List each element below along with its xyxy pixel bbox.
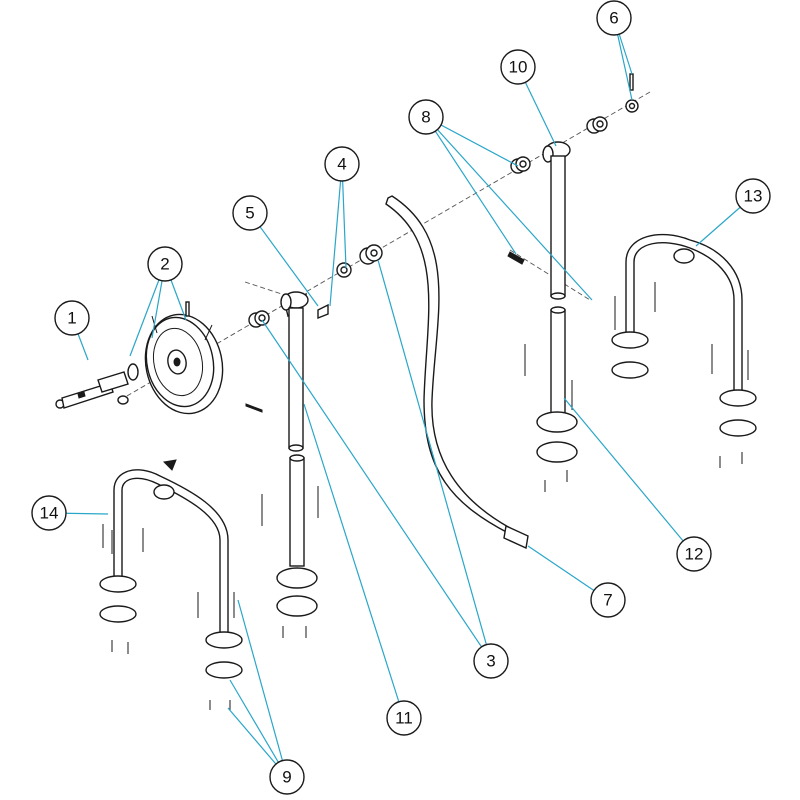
balloon-number: 7 bbox=[603, 591, 612, 610]
balloon-circle bbox=[386, 700, 422, 736]
leader-line-9 bbox=[229, 679, 288, 778]
balloon-circle bbox=[500, 49, 536, 85]
balloon-circle bbox=[735, 178, 771, 214]
balloon-number: 6 bbox=[609, 9, 618, 28]
callout-balloon-9: 9 bbox=[269, 759, 305, 795]
balloon-number: 1 bbox=[67, 309, 76, 328]
leader-line-8 bbox=[425, 116, 517, 255]
balloon-number: 8 bbox=[421, 108, 430, 127]
balloon-circle bbox=[147, 246, 183, 282]
right-u-bar-part bbox=[611, 233, 757, 437]
bushing-part bbox=[248, 73, 639, 328]
callout-balloon-3: 3 bbox=[473, 643, 509, 679]
crank-handle-part bbox=[55, 363, 139, 409]
callout-balloon-5: 5 bbox=[232, 195, 268, 231]
callout-balloon-14: 14 bbox=[31, 495, 67, 531]
balloon-circle bbox=[596, 0, 632, 36]
balloon-circle bbox=[31, 495, 67, 531]
right-post-part bbox=[507, 141, 578, 463]
lever-arm-part bbox=[385, 195, 529, 550]
balloon-number: 13 bbox=[744, 187, 763, 206]
handwheel-part bbox=[144, 301, 224, 415]
balloon-circle bbox=[232, 195, 268, 231]
leader-line-12 bbox=[563, 397, 695, 555]
callout-balloon-7: 7 bbox=[590, 582, 626, 618]
balloon-circle bbox=[408, 99, 444, 135]
balloon-number: 12 bbox=[685, 545, 704, 564]
leader-line-11 bbox=[303, 403, 405, 719]
callout-balloon-8: 8 bbox=[408, 99, 444, 135]
balloon-circle bbox=[473, 643, 509, 679]
balloon-number: 11 bbox=[395, 709, 413, 728]
callout-balloon-6: 6 bbox=[596, 0, 632, 36]
balloon-number: 14 bbox=[40, 504, 59, 523]
balloon-circle bbox=[590, 582, 626, 618]
leader-line-5 bbox=[249, 212, 319, 307]
callout-balloon-4: 4 bbox=[324, 146, 360, 182]
balloon-number: 9 bbox=[282, 768, 291, 787]
balloon-circle bbox=[676, 536, 712, 572]
leader-lines bbox=[48, 17, 754, 778]
callout-balloon-11: 11 bbox=[386, 700, 422, 736]
balloon-number: 5 bbox=[245, 204, 254, 223]
leader-line-3 bbox=[261, 319, 492, 662]
leader-line-8 bbox=[425, 116, 593, 301]
balloon-circle bbox=[269, 759, 305, 795]
leader-line-4 bbox=[329, 163, 343, 307]
callout-balloon-2: 2 bbox=[147, 246, 183, 282]
balloon-number: 2 bbox=[160, 255, 169, 274]
callout-balloon-12: 12 bbox=[676, 536, 712, 572]
callout-balloon-13: 13 bbox=[735, 178, 771, 214]
leader-line-3 bbox=[377, 259, 492, 662]
balloon-circle bbox=[54, 300, 90, 336]
leader-line-9 bbox=[237, 599, 288, 778]
left-post-part bbox=[245, 291, 329, 617]
balloon-number: 4 bbox=[337, 155, 346, 174]
mounting-bolts-part bbox=[102, 282, 749, 710]
callout-balloon-10: 10 bbox=[500, 49, 536, 85]
balloon-number: 10 bbox=[509, 58, 528, 77]
balloon-circle bbox=[324, 146, 360, 182]
assembly-axis bbox=[119, 91, 651, 401]
callout-balloon-1: 1 bbox=[54, 300, 90, 336]
left-u-bar-part bbox=[99, 459, 243, 679]
balloon-number: 3 bbox=[486, 652, 495, 671]
